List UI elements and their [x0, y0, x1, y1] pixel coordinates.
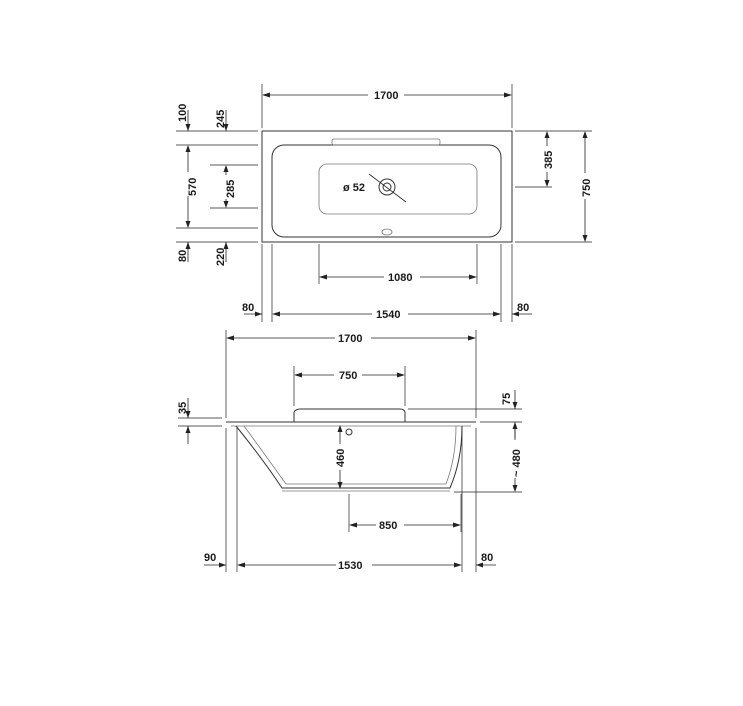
dim-label-80-left: 80 — [177, 250, 189, 262]
top-view: ø 52 1700 100 245 570 — [176, 84, 593, 322]
dim-label-80-edge-left: 80 — [242, 302, 254, 314]
drain-outer — [378, 178, 396, 196]
side-tub-body — [235, 425, 463, 489]
tub-outer-rim — [261, 130, 513, 243]
dim-label-1530: 1530 — [338, 560, 362, 572]
dim-label-245: 245 — [215, 110, 227, 128]
side-view: 1700 750 35 75 460 ~ — [177, 330, 523, 572]
dim-label-285: 285 — [225, 180, 237, 198]
dim-label-750-right: 750 — [581, 179, 593, 197]
drain-leader — [368, 173, 407, 203]
dim-label-35: 35 — [177, 402, 189, 414]
drain-inner — [382, 182, 392, 192]
dim-label-460: 460 — [335, 449, 347, 467]
side-headrest — [293, 408, 406, 422]
dim-label-570: 570 — [187, 178, 199, 196]
side-overflow — [345, 428, 353, 436]
dim-label-75: 75 — [501, 393, 513, 405]
dim-label-80-side: 80 — [481, 552, 493, 564]
side-tub-inner — [243, 425, 457, 485]
dim-label-1540: 1540 — [376, 309, 400, 321]
dim-label-850: 850 — [379, 520, 397, 532]
dim-label-385: 385 — [543, 151, 555, 169]
dim-label-1700-side: 1700 — [338, 333, 362, 345]
dim-label-90: 90 — [204, 552, 216, 564]
tub-bottom-area — [318, 163, 478, 215]
headrest-grip — [331, 138, 441, 146]
dim-label-220: 220 — [215, 248, 227, 266]
drain-diameter-label: ø 52 — [343, 182, 365, 194]
dim-label-750-side: 750 — [339, 370, 357, 382]
dim-label-1700-top: 1700 — [374, 90, 398, 102]
overflow — [381, 228, 393, 236]
dim-label-100: 100 — [177, 104, 189, 122]
dim-label-1080: 1080 — [388, 272, 412, 284]
dim-label-80-edge-right: 80 — [517, 302, 529, 314]
dim-label-480: ~ 480 — [511, 449, 523, 477]
